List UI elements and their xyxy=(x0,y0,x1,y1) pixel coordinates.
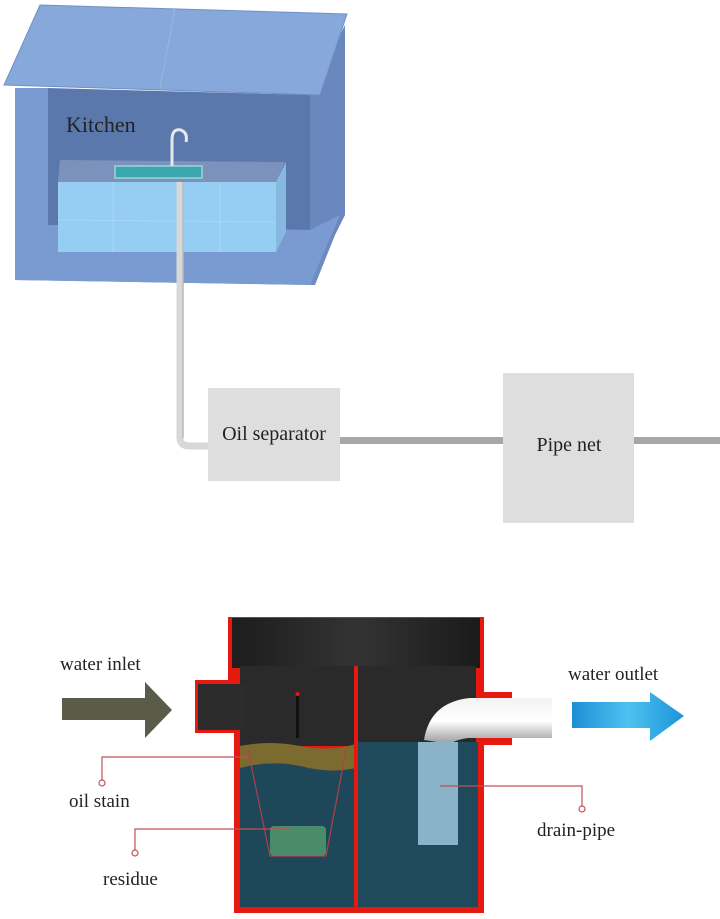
house-roof xyxy=(3,4,348,96)
drain-line xyxy=(176,182,212,450)
water-outlet-label: water outlet xyxy=(568,664,659,685)
water-inlet-label: water inlet xyxy=(60,654,141,675)
drain-pipe-label: drain-pipe xyxy=(537,820,615,841)
callout-drain-pipe xyxy=(440,785,586,813)
separator-tank xyxy=(195,617,552,913)
water-inlet-arrow xyxy=(62,682,172,738)
cabinet-line xyxy=(57,219,277,223)
connector-pipe xyxy=(340,437,543,444)
kitchen-label: Kitchen xyxy=(66,112,136,137)
roof-seam xyxy=(159,7,176,89)
outlet-pipe xyxy=(424,698,552,744)
kitchen-house: Kitchen xyxy=(3,4,348,285)
pipe-net-box xyxy=(503,373,634,523)
callout-oil-stain xyxy=(98,756,250,787)
callout-residue xyxy=(131,828,290,857)
residue-label: residue xyxy=(103,869,158,890)
drain-pipe xyxy=(418,742,458,845)
cabinet-side xyxy=(276,162,286,252)
oil-layer xyxy=(240,743,356,771)
oil-separator-box xyxy=(208,388,340,481)
baffle xyxy=(296,694,299,738)
residue xyxy=(270,826,326,856)
faucet-icon xyxy=(170,128,188,166)
pipe-net-label: Pipe net xyxy=(537,434,602,456)
water-outlet-arrow xyxy=(572,692,684,741)
oil-separator-label: Oil separator xyxy=(222,423,326,445)
oil-stain-label: oil stain xyxy=(69,791,130,812)
tank-lid xyxy=(232,618,480,668)
cabinet xyxy=(58,182,276,252)
sink xyxy=(114,165,203,179)
inlet-pipe xyxy=(198,684,246,730)
outflow-pipe xyxy=(634,437,720,444)
tank-divider xyxy=(354,666,358,908)
